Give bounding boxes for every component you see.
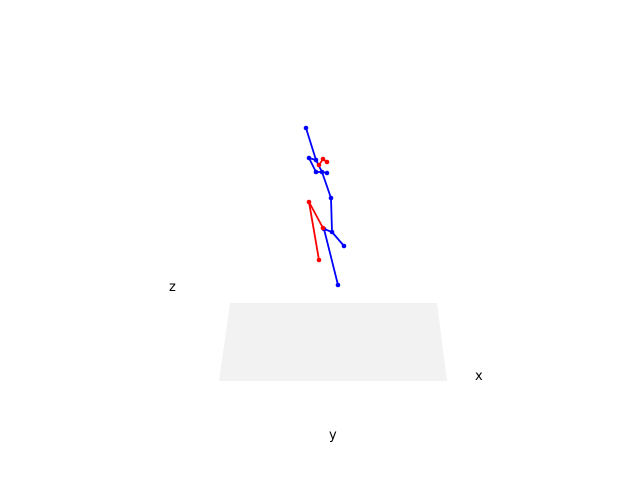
series-1-point-3 bbox=[306, 199, 312, 205]
series-0-point-2 bbox=[319, 169, 325, 175]
series-0-point-10 bbox=[313, 169, 319, 175]
series-0-segment-5 bbox=[331, 231, 345, 247]
series-1-point-1 bbox=[320, 156, 326, 162]
series-0-point-0 bbox=[303, 125, 309, 131]
series-0-point-8 bbox=[335, 282, 341, 288]
series-0-segment-3 bbox=[321, 171, 332, 199]
z-axis-label: z bbox=[169, 280, 176, 295]
series-0-point-4 bbox=[328, 195, 334, 201]
ground-plane bbox=[219, 303, 447, 381]
series-0-segment-4 bbox=[330, 197, 333, 233]
series-0-point-1 bbox=[313, 157, 319, 163]
series-1-point-2 bbox=[324, 159, 330, 165]
series-0-segment-0 bbox=[305, 127, 317, 161]
series-1-point-5 bbox=[320, 225, 326, 231]
x-axis-label: x bbox=[475, 369, 483, 384]
series-1-segment-2 bbox=[308, 201, 320, 261]
series-0-segment-9 bbox=[308, 157, 317, 173]
series-0-point-3 bbox=[324, 170, 330, 176]
series-0-point-6 bbox=[341, 243, 347, 249]
series-0-point-5 bbox=[329, 229, 335, 235]
series-0-segment-7 bbox=[323, 228, 339, 286]
series-0-point-9 bbox=[306, 155, 312, 161]
series-1-point-0 bbox=[316, 162, 322, 168]
series-layer bbox=[303, 125, 347, 288]
series-1 bbox=[306, 156, 330, 263]
series-1-segment-3 bbox=[308, 201, 324, 229]
series-1-point-4 bbox=[316, 257, 322, 263]
y-axis-label: y bbox=[329, 428, 337, 443]
